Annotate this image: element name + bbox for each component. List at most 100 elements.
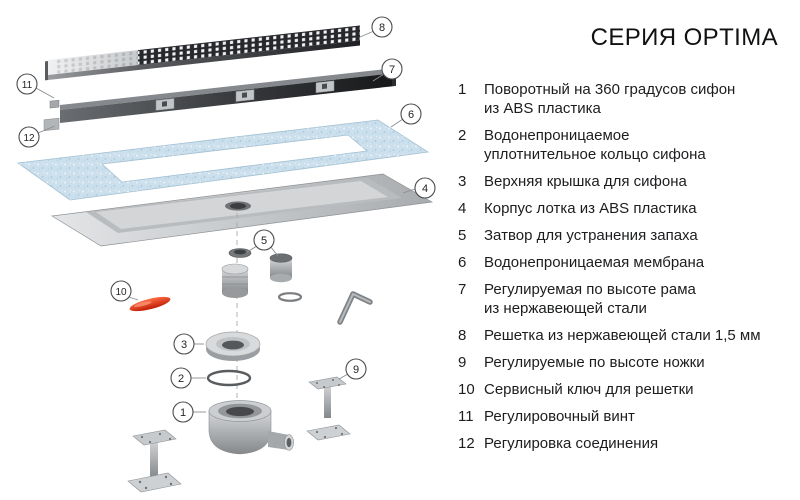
part-number: 3 <box>458 173 467 190</box>
frame-bracket-slots <box>162 83 327 107</box>
foot-plate-holes <box>316 379 340 388</box>
callout-9: 9 <box>338 358 367 380</box>
connection-adjuster <box>43 117 60 132</box>
trap-insert-top <box>269 253 293 263</box>
callout-4: 4 <box>402 177 436 199</box>
part-label: Регулируемая по высоте рама из нержавеющ… <box>484 281 696 317</box>
hex-key <box>337 291 373 325</box>
part-label: Регулируемые по высоте ножки <box>484 354 705 371</box>
part-number: 1 <box>458 81 467 98</box>
callout-12-number: 12 <box>23 133 35 144</box>
callout-8: 8 <box>359 16 393 38</box>
part-number: 6 <box>458 254 467 271</box>
part-number: 9 <box>458 354 467 371</box>
part-row: 7 Регулируемая по высоте рама из нержаве… <box>458 280 778 318</box>
trap-cylinder-top <box>221 263 249 275</box>
foot-base-plate <box>127 472 182 493</box>
part-row: 12 Регулировка соединения <box>458 434 778 453</box>
foot-stem <box>324 384 331 418</box>
diagram-canvas: 8 7 11 12 6 4 <box>16 16 436 493</box>
part-number: 2 <box>458 127 467 144</box>
callout-7-number: 7 <box>389 64 395 76</box>
foot-right-part <box>306 376 351 441</box>
callout-11-number: 11 <box>22 80 33 91</box>
part-number: 12 <box>458 435 475 452</box>
part-row: 6 Водонепроницаемая мембрана <box>458 253 778 272</box>
part-number: 10 <box>458 381 475 398</box>
foot-top-plate <box>132 429 177 446</box>
part-label: Водонепроницаемая мембрана <box>484 254 705 271</box>
part-row: 10 Сервисный ключ для решетки <box>458 380 778 399</box>
lid-hole <box>222 340 244 350</box>
callout-7: 7 <box>372 58 403 82</box>
foot-base-holes <box>138 475 173 490</box>
callout-11: 11 <box>16 73 55 99</box>
grate-end-cap <box>45 61 48 81</box>
callout-1-number: 1 <box>180 407 186 419</box>
siphon-outlet-bore <box>286 437 292 448</box>
part-label: Затвор для устранения запаха <box>484 227 698 244</box>
siphon-body-part <box>208 400 294 455</box>
membrane-texture <box>18 120 428 200</box>
grate-part <box>45 25 360 81</box>
callout-6: 6 <box>390 103 422 128</box>
trap-cylinder-ribs <box>222 276 248 285</box>
hex-key-body <box>337 291 373 325</box>
part-label: Водонепроницаемое уплотнительное кольцо … <box>484 127 706 163</box>
foot-plate-holes <box>140 432 172 444</box>
grate-front-edge <box>48 40 360 80</box>
service-key-highlight <box>134 301 152 307</box>
part-row: 11 Регулировочный винт <box>458 407 778 426</box>
part-label: Решетка из нержавеющей стали 1,5 мм <box>484 327 761 344</box>
callout-10-number: 10 <box>115 287 127 298</box>
parts-panel: СЕРИЯ OPTIMA 1 Поворотный на 360 градусо… <box>450 0 800 500</box>
callout-4-number: 4 <box>422 183 428 195</box>
part-row: 9 Регулируемые по высоте ножки <box>458 353 778 372</box>
part-row: 1 Поворотный на 360 градусов сифон из AB… <box>458 80 778 118</box>
callout-5: 5 <box>246 229 279 257</box>
foot-base-holes <box>315 426 344 439</box>
part-label: Верхняя крышка для сифона <box>484 173 687 190</box>
callout-2-number: 2 <box>178 373 184 385</box>
siphon-lid-part <box>205 331 261 361</box>
trap-cylinder-bottom <box>222 288 248 298</box>
siphon-outlet <box>268 431 289 450</box>
adjusting-screw <box>49 99 60 109</box>
callout-9-number: 9 <box>353 364 359 376</box>
frame-front-face <box>60 73 392 123</box>
hex-key-shine <box>339 293 371 323</box>
callout-8-number: 8 <box>379 22 385 34</box>
parts-list: 1 Поворотный на 360 градусов сифон из AB… <box>450 80 778 453</box>
part-label: Регулировка соединения <box>484 435 659 452</box>
part-number: 8 <box>458 327 467 344</box>
callout-3: 3 <box>173 333 204 355</box>
foot-top-plate <box>308 376 347 390</box>
frame-part <box>43 67 396 132</box>
part-row: 2 Водонепроницаемое уплотнительное кольц… <box>458 126 778 164</box>
grate-perforation-light <box>54 50 138 75</box>
drain-hole <box>230 203 246 209</box>
grate-perforation <box>138 25 360 66</box>
tray-part <box>50 173 434 247</box>
foot-base-plate <box>306 424 351 441</box>
trap-seal-ring <box>277 292 303 302</box>
callout-2: 2 <box>170 367 206 389</box>
trap-insert <box>270 258 292 278</box>
membrane-part <box>16 119 430 201</box>
part-number: 5 <box>458 227 467 244</box>
part-row: 3 Верхняя крышка для сифона <box>458 172 778 191</box>
part-label: Регулировочный винт <box>484 408 635 425</box>
service-key-body <box>129 296 171 312</box>
part-number: 4 <box>458 200 467 217</box>
siphon-opening <box>226 406 254 417</box>
foot-left-part <box>127 429 182 493</box>
trap-cap-top <box>234 249 246 255</box>
part-row: 4 Корпус лотка из ABS пластика <box>458 199 778 218</box>
part-label: Сервисный ключ для решетки <box>484 381 694 398</box>
callout-3-number: 3 <box>181 339 187 351</box>
part-label: Поворотный на 360 градусов сифон из ABS … <box>484 81 736 117</box>
callout-10: 10 <box>110 280 139 302</box>
foot-stem <box>150 440 158 478</box>
odor-trap-part <box>221 248 303 302</box>
